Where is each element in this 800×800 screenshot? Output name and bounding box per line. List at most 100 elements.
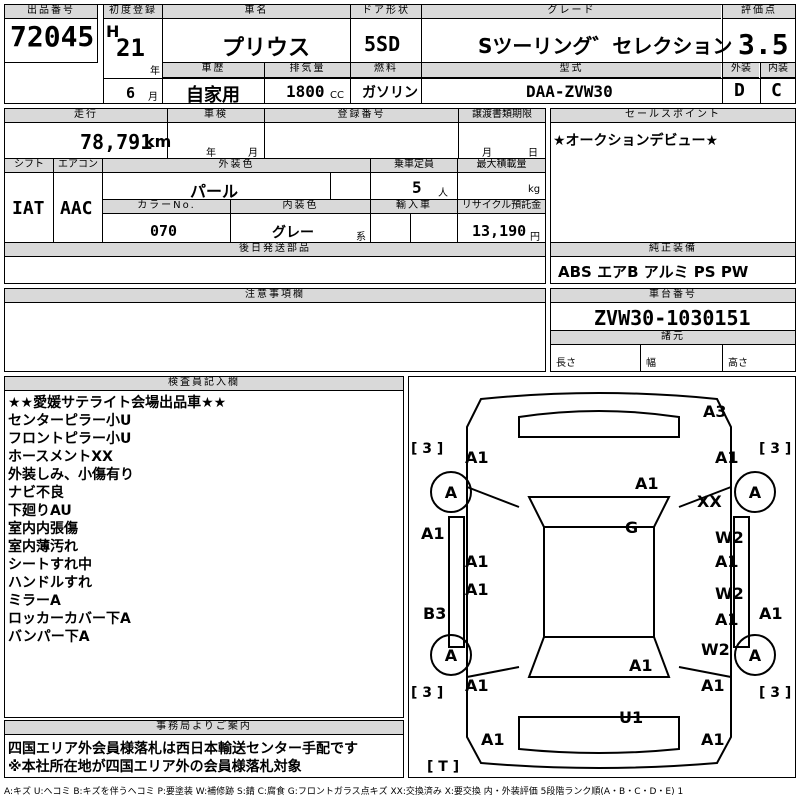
mark-front-bumper: A3 [703, 402, 727, 421]
car-name: プリウス [222, 36, 311, 61]
notes-label: 注意事項欄 [5, 289, 545, 303]
int-grade: C [771, 80, 782, 101]
int-color-label: 内装色 [231, 200, 370, 214]
mark-trunk-right: A1 [701, 676, 725, 695]
mark-fl-fender: A1 [465, 448, 489, 467]
mark-front-crossmember: XX [697, 492, 722, 511]
office-label: 事務局よりご案内 [5, 721, 403, 735]
capacity: 5 [412, 178, 422, 197]
mark-right-rear-door: W2 [715, 584, 744, 603]
chassis-number: ZVW30-1030151 [594, 306, 751, 330]
mileage: 78,791 [80, 130, 153, 154]
mark-hood: A1 [635, 474, 659, 493]
later-parts-label: 後日発送部品 [5, 243, 545, 257]
int-color: グレー [272, 225, 314, 241]
mark-windshield: G [625, 518, 638, 537]
import-label: 輸入車 [371, 200, 457, 214]
length-label: 長さ [556, 358, 576, 369]
inspector-box [4, 376, 404, 718]
inspector-line: シートすれ中 [8, 557, 92, 573]
tire-count-fl: [ 3 ] [411, 441, 443, 457]
ac-label: エアコン [54, 159, 102, 173]
mark-left-rear-door: A1 [465, 580, 489, 599]
mileage-label: 走行 [5, 109, 167, 123]
lot-number: 72045 [10, 20, 95, 53]
mark-right-front-door: W2 [715, 528, 744, 547]
cc-unit: CC [330, 90, 344, 101]
fuel: ガソリン [362, 85, 418, 101]
fuel-label: 燃料 [351, 63, 421, 78]
score-label: 評価点 [723, 5, 795, 19]
model: DAA-ZVW30 [526, 82, 613, 101]
ext-label: 外装 [723, 63, 759, 78]
lot-label: 出品番号 [5, 5, 97, 19]
insp-month-unit: 月 [248, 148, 258, 159]
inspector-line: ★★愛媛サテライト会場出品車★★ [8, 395, 227, 411]
notes-box [4, 288, 546, 372]
color-label: 外装色 [103, 159, 370, 173]
sales-grid [550, 108, 796, 284]
office-line-1: 四国エリア外会員様落札は西日本輸送センター手配です [8, 741, 358, 757]
inspector-line: フロントピラー小U [8, 431, 132, 447]
height-label: 高さ [728, 358, 748, 369]
name-label: 車名 [163, 5, 350, 19]
sales-point: ★オークションデビュー★ [553, 133, 719, 149]
inspector-line: ホースメントXX [8, 449, 113, 465]
equipment: ABS エアB アルミ PS PW [558, 263, 749, 281]
details-grid [4, 108, 546, 284]
inspector-line: 室内内張傷 [8, 521, 78, 537]
int-color-suffix: 系 [356, 232, 366, 243]
mark-rear-bumper-right: A1 [701, 730, 725, 749]
transfer-label: 譲渡書類期限 [459, 109, 545, 123]
displacement-label: 排気量 [265, 63, 350, 78]
inspector-line: ミラーA [8, 593, 61, 609]
model-label: 型式 [422, 63, 721, 78]
mark-fr-fender: A1 [715, 448, 739, 467]
tire-rl: A [445, 646, 458, 665]
plate-label: 登録番号 [265, 109, 458, 123]
specs-label: 諸元 [551, 331, 795, 345]
km-unit: km [144, 132, 172, 151]
equipment-label: 純正装備 [551, 243, 795, 257]
transfer-day-unit: 日 [528, 148, 538, 159]
office-box [4, 720, 404, 778]
insp-year-unit: 年 [206, 148, 216, 159]
color-no-label: カラーNo. [103, 200, 230, 214]
inspector-line: ナビ不良 [8, 485, 64, 501]
score: 3.5 [738, 28, 789, 61]
inspector-line: 外装しみ、小傷有り [8, 467, 134, 483]
reg-year: 21 [116, 34, 145, 62]
tire-count-rr: [ 3 ] [759, 685, 791, 701]
ext-grade: D [734, 80, 745, 101]
history: 自家用 [186, 85, 240, 106]
mark-right-rocker: A1 [759, 604, 783, 623]
capacity-label: 乗車定員 [371, 159, 457, 173]
transfer-month-unit: 月 [482, 148, 492, 159]
door-type: 5SD [364, 32, 401, 56]
chassis-label: 車台番号 [551, 289, 795, 303]
inspector-line: センターピラー小U [8, 413, 132, 429]
condition-diagram: A A A A [ 3 ] [ 3 ] [ 3 ] [ 3 ] [ T ] A3… [408, 376, 796, 778]
load-unit: kg [528, 184, 541, 195]
mark-rl-quarter: A1 [465, 676, 489, 695]
inspector-line: バンパー下A [8, 629, 90, 645]
mark-rear-bumper-left: A1 [481, 730, 505, 749]
reg-month: 6 [126, 84, 136, 102]
legend: A:キズ U:ヘコミ B:キズを伴うヘコミ P:要塗装 W:補修跡 S:錆 C:… [4, 787, 684, 797]
year-unit: 年 [150, 66, 160, 77]
width-label: 幅 [646, 358, 656, 369]
shift: IAT [12, 198, 45, 219]
inspection-label: 車検 [168, 109, 264, 123]
month-unit: 月 [148, 92, 158, 103]
mark-right-rear-door-2: A1 [715, 610, 739, 629]
mark-left-pillar: A1 [421, 524, 445, 543]
spare-tire: [ T ] [427, 759, 459, 775]
shift-label: シフト [5, 159, 53, 173]
history-label: 車歴 [163, 63, 264, 78]
color-no: 070 [150, 222, 178, 240]
era: H [106, 22, 120, 41]
door-label: ドア形状 [351, 5, 421, 19]
inspector-line: ハンドルすれ [8, 575, 92, 591]
inspector-line: 室内薄汚れ [8, 539, 78, 555]
inspector-label: 検査員記入欄 [5, 377, 403, 391]
